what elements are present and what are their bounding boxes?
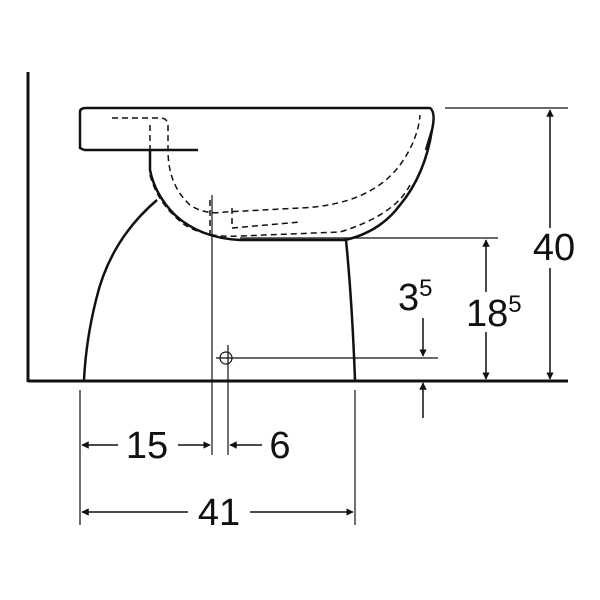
dim-center-height-label: 35 bbox=[398, 275, 433, 319]
dim-total-height-label: 40 bbox=[533, 227, 575, 269]
bowl-outline bbox=[148, 129, 434, 242]
dim-wall-to-outlet-label: 15 bbox=[126, 425, 168, 467]
dim-depth-label: 41 bbox=[198, 492, 240, 534]
dim-outlet-height-label: 185 bbox=[466, 291, 522, 335]
hidden-outlet bbox=[209, 200, 301, 240]
hidden-trap-outer bbox=[112, 114, 421, 214]
rear-connection-outline bbox=[78, 106, 435, 152]
pedestal-left-outline bbox=[82, 199, 158, 381]
pedestal-right-outline bbox=[344, 239, 357, 381]
hidden-trap-inner bbox=[149, 125, 411, 238]
dim-outlet-offset-label: 6 bbox=[269, 425, 290, 467]
